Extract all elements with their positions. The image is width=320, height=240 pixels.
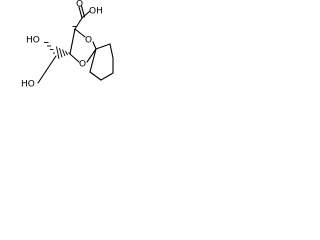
atom-carboxyl-o: O <box>76 0 83 10</box>
bond-carbonyl-b <box>80 5 86 18</box>
bond-o-upper-spiro <box>92 41 97 50</box>
bond-c3-carboxyl-hashed <box>72 26 77 30</box>
atom-side-chain-ho: HO <box>26 36 40 46</box>
bond-c4-side-hashed <box>56 46 70 60</box>
bond-ch2-oh <box>37 70 47 84</box>
bond-cyclohexane-5 <box>89 71 102 81</box>
atom-ring-o-upper: O <box>85 36 92 46</box>
bond-carbonyl-a <box>78 6 83 19</box>
bond-cyclohexane-4 <box>100 72 114 81</box>
bond-side-oh-hashed <box>44 42 55 54</box>
bond-cyclohexane-2 <box>109 43 114 59</box>
bond-c3-c4 <box>69 28 76 55</box>
bond-c3-o-upper <box>74 28 86 38</box>
atom-ring-o-lower: O <box>79 60 86 70</box>
bond-c3-carboxyl <box>74 17 83 30</box>
atom-carboxyl-oh: OH <box>89 7 103 17</box>
bond-o-lower-spiro <box>86 48 97 63</box>
bond-c4-o-lower <box>69 53 80 63</box>
atom-terminal-ho: HO <box>21 80 35 90</box>
bond-cyclohexane-6 <box>89 48 97 73</box>
bond-carboxyl-oh <box>81 10 91 19</box>
bond-side-ch2 <box>45 55 57 72</box>
structure-diagram: O OH O O HO HO <box>21 0 114 90</box>
bond-cyclohexane-1 <box>95 43 111 50</box>
